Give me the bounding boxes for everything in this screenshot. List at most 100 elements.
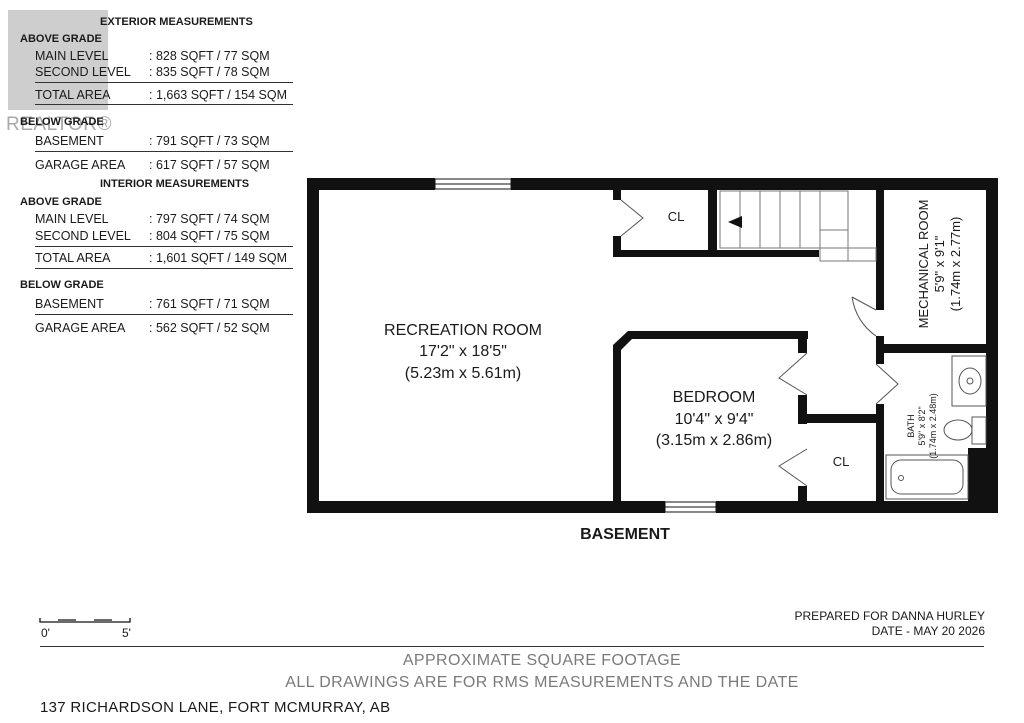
exterior-title: EXTERIOR MEASUREMENTS: [100, 16, 253, 28]
door-swing: [851, 296, 877, 311]
bath-imperial: 5'9" x 8'2": [917, 406, 927, 445]
exterior-below-title: BELOW GRADE: [20, 116, 104, 128]
row-label: MAIN LEVEL: [35, 212, 109, 226]
row-value: : 1,601 SQFT / 149 SQM: [149, 251, 288, 265]
row-value: : 791 SQFT / 73 SQM: [149, 134, 270, 148]
mechanical-room-label-group: MECHANICAL ROOM 5'9" x 9'1" (1.74m x 2.7…: [916, 200, 963, 329]
scale-bar: [39, 618, 131, 623]
row-label: TOTAL AREA: [35, 88, 111, 102]
wall: [798, 339, 807, 353]
sink-icon: [958, 367, 982, 395]
row-value: : 804 SQFT / 75 SQM: [149, 229, 270, 243]
tub-drain-icon: [898, 475, 904, 481]
row-label: BASEMENT: [35, 297, 104, 311]
row-value: : 562 SQFT / 52 SQM: [149, 321, 270, 335]
wall: [613, 250, 717, 257]
walls: [307, 178, 998, 513]
wall: [716, 501, 998, 513]
closet-bedroom-label: CL: [833, 454, 850, 469]
divider-line: [35, 268, 293, 269]
mechanical-room-imperial: 5'9" x 9'1": [932, 235, 947, 292]
row-value: : 761 SQFT / 71 SQM: [149, 297, 270, 311]
property-address: 137 RICHARDSON LANE, FORT MCMURRAY, AB: [40, 699, 391, 716]
vanity-icon: [951, 355, 987, 407]
wall: [717, 250, 819, 257]
wall: [613, 190, 621, 200]
wall: [798, 486, 807, 501]
footer-approx-line: APPROXIMATE SQUARE FOOTAGE: [402, 652, 682, 669]
row-label: TOTAL AREA: [35, 251, 111, 265]
footer-disclaimer-line: ALL DRAWINGS ARE FOR RMS MEASUREMENTS AN…: [285, 674, 799, 691]
footer-divider: [40, 646, 984, 647]
row-label: SECOND LEVEL: [35, 65, 131, 79]
recreation-room-metric: (5.23m x 5.61m): [405, 365, 521, 382]
divider-line: [35, 151, 293, 152]
bathtub-inner-icon: [890, 459, 964, 495]
interior-title: INTERIOR MEASUREMENTS: [100, 178, 250, 190]
recreation-room-name: RECREATION ROOM: [384, 322, 542, 339]
row-label: BASEMENT: [35, 134, 104, 148]
wall: [613, 236, 621, 257]
toilet-bowl-icon: [943, 419, 973, 441]
row-label: GARAGE AREA: [35, 321, 126, 335]
divider-line: [35, 104, 293, 105]
wall: [876, 404, 884, 501]
stair-arrow-icon: [728, 216, 742, 228]
recreation-room-imperial: 17'2" x 18'5": [419, 343, 507, 360]
bedroom-imperial: 10'4" x 9'4": [675, 411, 754, 428]
interior-below-title: BELOW GRADE: [20, 279, 104, 291]
wall: [307, 501, 665, 513]
wall: [968, 448, 986, 501]
level-title: BASEMENT: [580, 526, 670, 543]
door-swing: [620, 199, 644, 237]
row-value: : 617 SQFT / 57 SQM: [149, 158, 270, 172]
bath-fixtures: [885, 355, 987, 500]
wall: [986, 178, 998, 513]
sink-drain-icon: [966, 377, 974, 385]
divider-line: [35, 314, 293, 315]
mechanical-room-metric: (1.74m x 2.77m): [948, 217, 963, 312]
bath-metric: (1.74m x 2.48m): [928, 393, 938, 459]
door-swing: [851, 296, 877, 337]
stair-outline: [719, 190, 849, 249]
row-value: : 797 SQFT / 74 SQM: [149, 212, 270, 226]
bath-label-group: BATH 5'9" x 8'2" (1.74m x 2.48m): [906, 393, 938, 459]
bedroom-metric: (3.15m x 2.86m): [656, 432, 772, 449]
wall: [876, 344, 986, 353]
door-swing: [778, 352, 808, 396]
bedroom-name: BEDROOM: [673, 389, 756, 406]
scale-end-label: 5': [122, 626, 131, 640]
wall: [511, 178, 998, 190]
prepared-for: PREPARED FOR DANNA HURLEY: [794, 609, 985, 623]
divider-line: [35, 82, 293, 83]
row-value: : 828 SQFT / 77 SQM: [149, 49, 270, 63]
realtor-logo-icon: [8, 10, 108, 110]
wall: [708, 190, 717, 257]
wall: [798, 395, 807, 424]
row-value: : 835 SQFT / 78 SQM: [149, 65, 270, 79]
row-value: : 1,663 SQFT / 154 SQM: [149, 88, 288, 102]
realtor-watermark: REALTOR®: [6, 114, 112, 135]
bath-name: BATH: [906, 414, 916, 437]
wall: [307, 178, 435, 190]
row-label: MAIN LEVEL: [35, 49, 109, 63]
scale-bar-line: [39, 618, 131, 623]
row-label: SECOND LEVEL: [35, 229, 131, 243]
prepared-date: DATE - MAY 20 2026: [871, 624, 985, 638]
bathtub-icon: [885, 454, 969, 500]
mechanical-room-name: MECHANICAL ROOM: [916, 200, 931, 329]
closet-top-label: CL: [668, 209, 685, 224]
scale-start-label: 0': [41, 626, 50, 640]
door-swing: [875, 363, 899, 405]
exterior-above-title: ABOVE GRADE: [20, 33, 102, 45]
interior-above-title: ABOVE GRADE: [20, 196, 102, 208]
room-labels: RECREATION ROOM 17'2" x 18'5" (5.23m x 5…: [384, 200, 963, 469]
toilet-tank-icon: [971, 416, 987, 445]
doors: [620, 199, 899, 487]
door-swing: [778, 448, 808, 487]
divider-line: [35, 246, 293, 247]
wall: [798, 414, 876, 423]
windows: [434, 178, 717, 513]
row-label: GARAGE AREA: [35, 158, 126, 172]
